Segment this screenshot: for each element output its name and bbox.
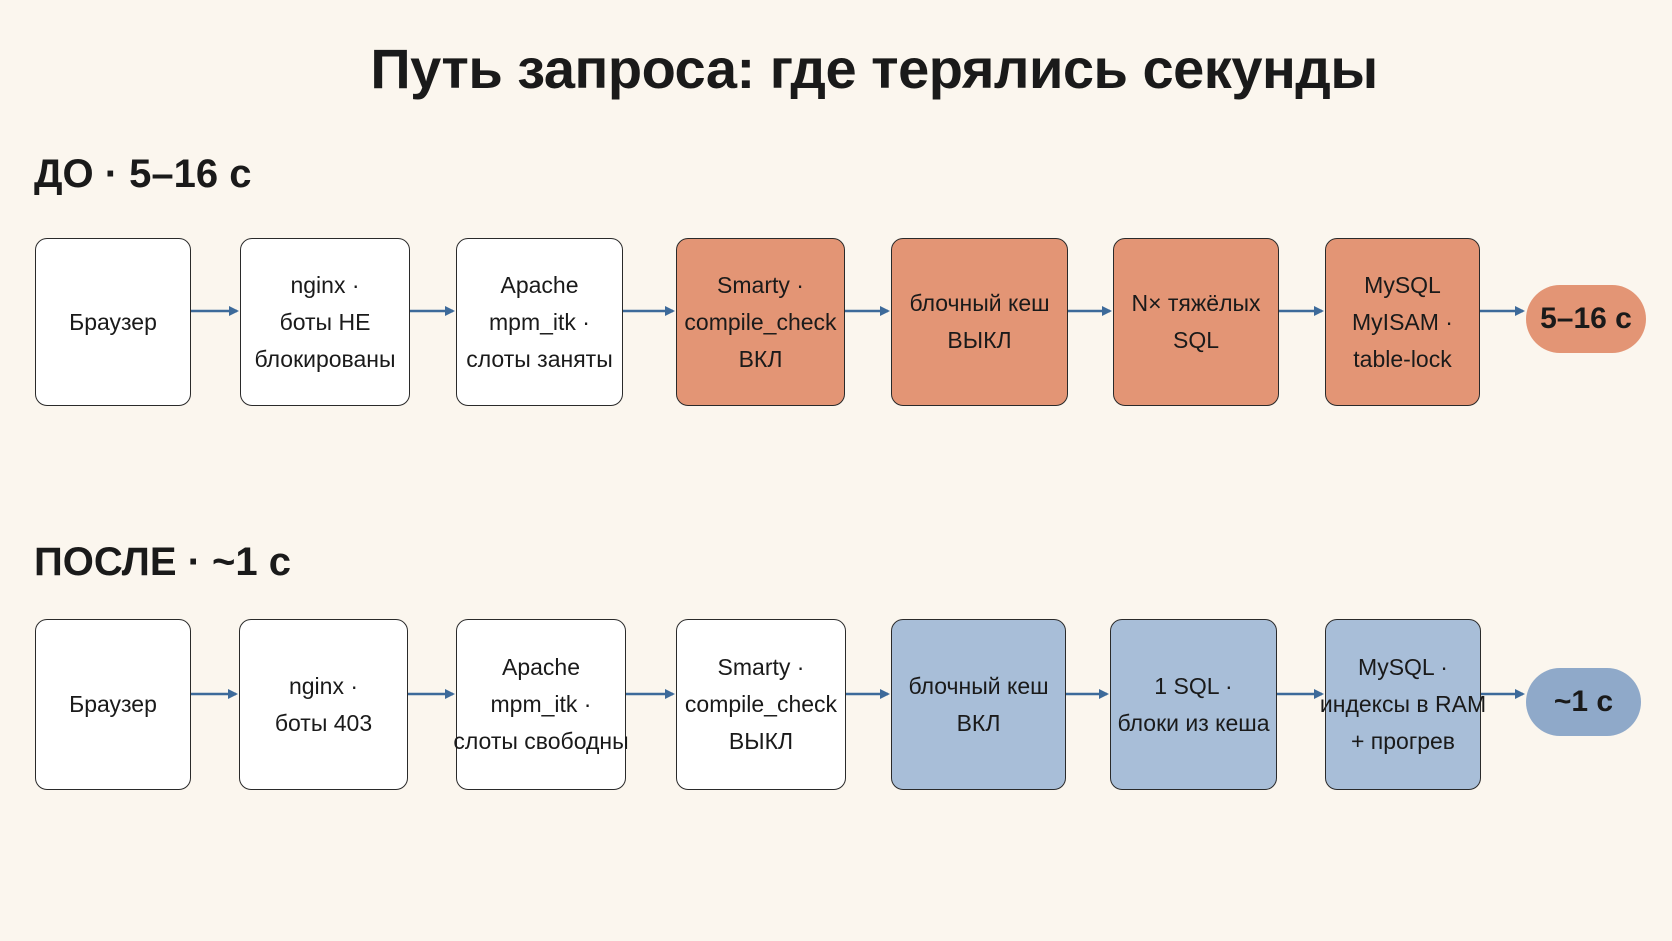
node-text-line: боты 403 xyxy=(274,709,373,736)
before-node-nginx: nginx · боты НЕ блокированы xyxy=(240,238,410,406)
node-text-line: ВЫКЛ xyxy=(947,327,1012,353)
node-text-line: блоки из кеша xyxy=(1117,709,1270,736)
node-text-line: Apache xyxy=(500,271,579,298)
node-text-line: MySQL · xyxy=(1358,654,1448,680)
after-node-nginx: nginx · боты 403 xyxy=(239,619,408,790)
node-text-line: боты НЕ xyxy=(279,308,371,335)
after-node-mysql: MySQL · индексы в RAM + прогрев xyxy=(1320,619,1486,790)
node-text-line: MyISAM · xyxy=(1352,308,1453,335)
before-node-mysql: MySQL MyISAM · table-lock xyxy=(1325,238,1480,406)
node-text-line: compile_check xyxy=(684,691,838,717)
node-text-line: индексы в RAM xyxy=(1319,691,1487,717)
node-text-line: блокированы xyxy=(254,345,396,372)
node-text-line: mpm_itk · xyxy=(489,308,590,335)
after-section-label: ПОСЛЕ · ~1 с xyxy=(34,540,292,584)
node-text-line: слоты заняты xyxy=(466,345,613,372)
node-text-line: nginx · xyxy=(290,271,360,298)
node-text-line: N× тяжёлых xyxy=(1131,290,1261,316)
node-text-line: + прогрев xyxy=(1350,728,1456,754)
node-text-line: Smarty · xyxy=(717,271,804,298)
node-text-line: nginx · xyxy=(288,672,359,699)
node-text-line: блочный кеш xyxy=(909,290,1050,316)
node-text-line: ВЫКЛ xyxy=(728,728,794,754)
before-node-apache: Apache mpm_itk · слоты заняты xyxy=(456,238,623,406)
node-text-line: ВКЛ xyxy=(956,709,1001,736)
node-text-line: table-lock xyxy=(1353,345,1452,372)
node-text-line: Браузер xyxy=(69,308,157,335)
after-result-badge: ~1 с xyxy=(1526,668,1641,736)
diagram-title: Путь запроса: где терялись секунды xyxy=(370,37,1378,100)
after-node-browser: Браузер xyxy=(35,619,191,790)
node-text-line: 1 SQL · xyxy=(1154,672,1233,699)
node-text-line: Smarty · xyxy=(717,654,805,680)
node-text-line: ВКЛ xyxy=(738,345,783,372)
node-text-line: SQL xyxy=(1172,327,1220,353)
after-node-apache: Apache mpm_itk · слоты свободны xyxy=(453,619,629,790)
node-text-line: MySQL xyxy=(1364,271,1441,298)
before-node-browser: Браузер xyxy=(35,238,191,406)
before-result-badge: 5–16 с xyxy=(1526,285,1646,353)
node-text-line: Apache xyxy=(501,654,580,680)
before-section-label: ДО · 5–16 с xyxy=(34,152,252,196)
after-node-sql: 1 SQL · блоки из кеша xyxy=(1110,619,1277,790)
node-text-line: Браузер xyxy=(69,691,157,717)
node-text-line: блочный кеш xyxy=(908,672,1049,699)
node-text-line: compile_check xyxy=(684,308,837,335)
node-text-line: mpm_itk · xyxy=(490,691,592,717)
node-text-line: слоты свободны xyxy=(453,728,629,754)
